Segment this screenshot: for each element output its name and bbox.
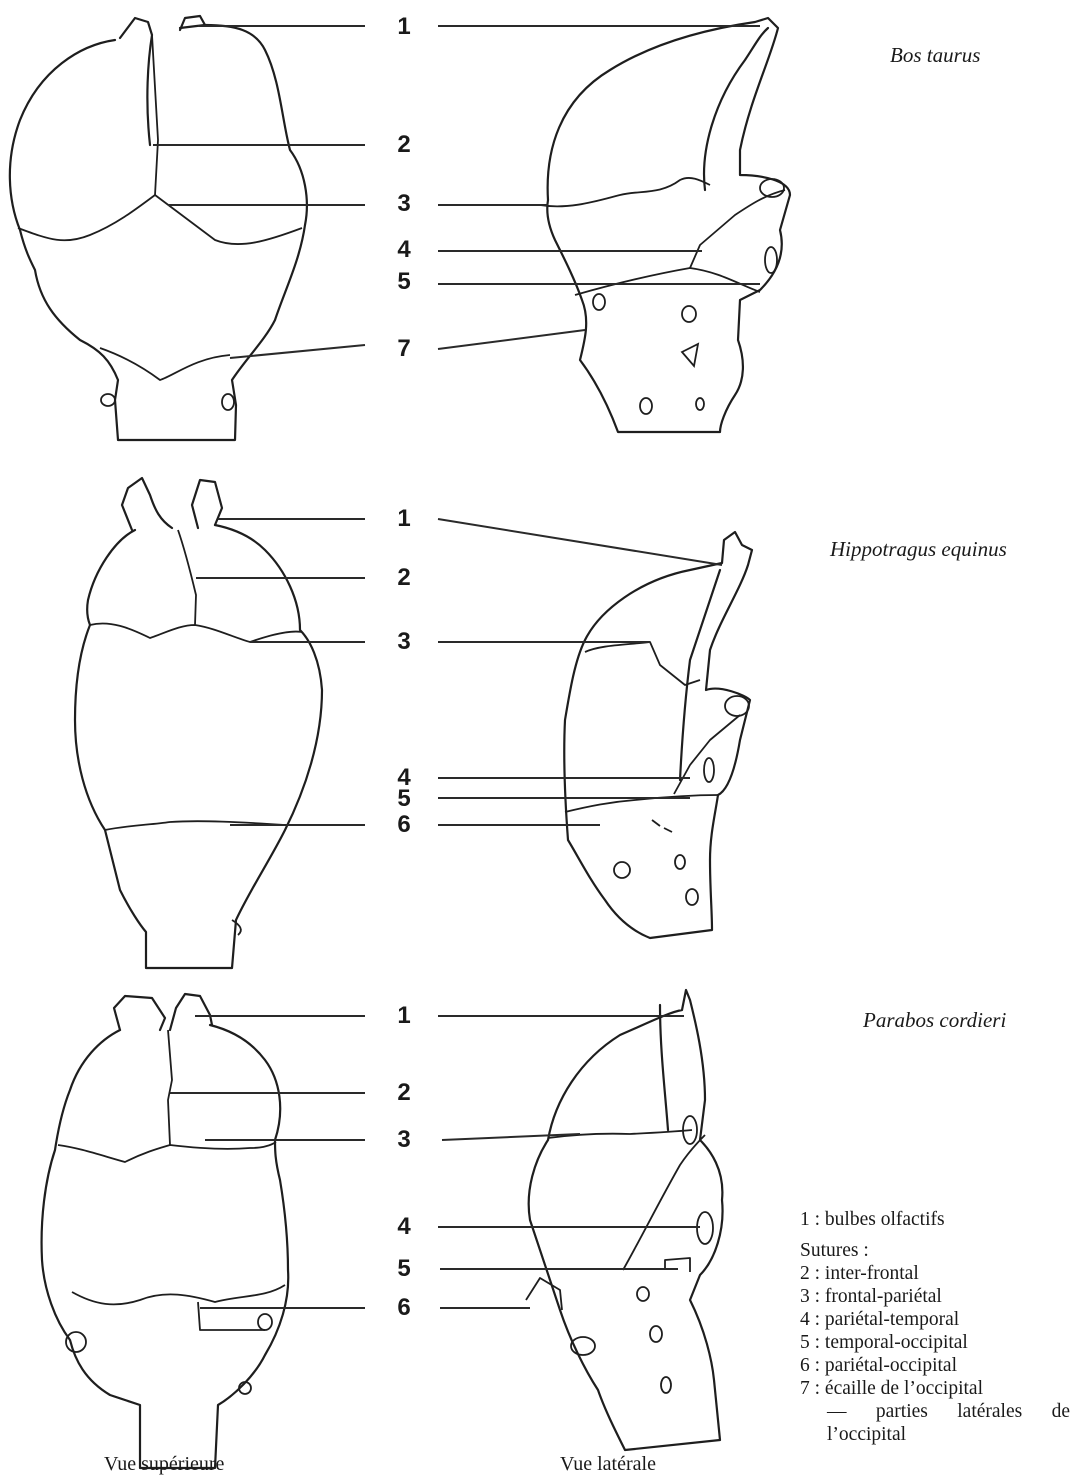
bos-label-7: 7 (389, 337, 419, 361)
parabos-label-3: 3 (389, 1128, 419, 1152)
parabos-label-2: 2 (389, 1081, 419, 1105)
parabos-superior-view (42, 994, 289, 1468)
parabos-species-name: Parabos cordieri (863, 1008, 1006, 1033)
legend-item-5: 5 : temporal-occipital (800, 1331, 1070, 1354)
bos-taurus-leader-lines (153, 26, 760, 358)
legend-item-7: 7 : écaille de l’occipital (800, 1377, 1070, 1400)
legend-item-3: 3 : frontal-pariétal (800, 1285, 1070, 1308)
parabos-lateral-view (526, 990, 723, 1450)
parabos-label-5: 5 (389, 1257, 419, 1281)
legend-item-2: 2 : inter-frontal (800, 1262, 1070, 1285)
bos-label-2: 2 (389, 133, 419, 157)
legend-item-7-continued-end: l’occipital (800, 1423, 1070, 1446)
hippotragus-label-5: 5 (389, 787, 419, 811)
legend-item-7-continued: — parties latérales de (800, 1400, 1070, 1423)
hippotragus-label-6: 6 (389, 813, 419, 837)
parabos-leader-lines (170, 1016, 700, 1308)
hippotragus-leader-lines (196, 519, 722, 825)
bos-taurus-lateral-view (540, 18, 790, 432)
hippotragus-label-1: 1 (389, 507, 419, 531)
hippotragus-lateral-view (564, 532, 752, 938)
legend: 1 : bulbes olfactifs Sutures : 2 : inter… (800, 1208, 1070, 1446)
caption-lateral-view: Vue latérale (560, 1453, 656, 1476)
hippotragus-label-2: 2 (389, 566, 419, 590)
hippotragus-superior-view (75, 478, 322, 968)
bos-taurus-superior-view (10, 16, 307, 440)
legend-item-6: 6 : pariétal-occipital (800, 1354, 1070, 1377)
hippotragus-label-3: 3 (389, 630, 419, 654)
legend-item-1: 1 : bulbes olfactifs (800, 1208, 1070, 1231)
bos-taurus-species-name: Bos taurus (890, 43, 980, 68)
legend-sutures-title: Sutures : (800, 1239, 1070, 1262)
bos-label-3: 3 (389, 192, 419, 216)
parabos-label-1: 1 (389, 1004, 419, 1028)
legend-item-4: 4 : pariétal-temporal (800, 1308, 1070, 1331)
bos-label-5: 5 (389, 270, 419, 294)
bos-label-1: 1 (389, 15, 419, 39)
hippotragus-species-name: Hippotragus equinus (830, 537, 1007, 562)
parabos-label-4: 4 (389, 1215, 419, 1239)
parabos-label-6: 6 (389, 1296, 419, 1320)
caption-superior-view: Vue supérieure (104, 1453, 224, 1476)
bos-label-4: 4 (389, 238, 419, 262)
